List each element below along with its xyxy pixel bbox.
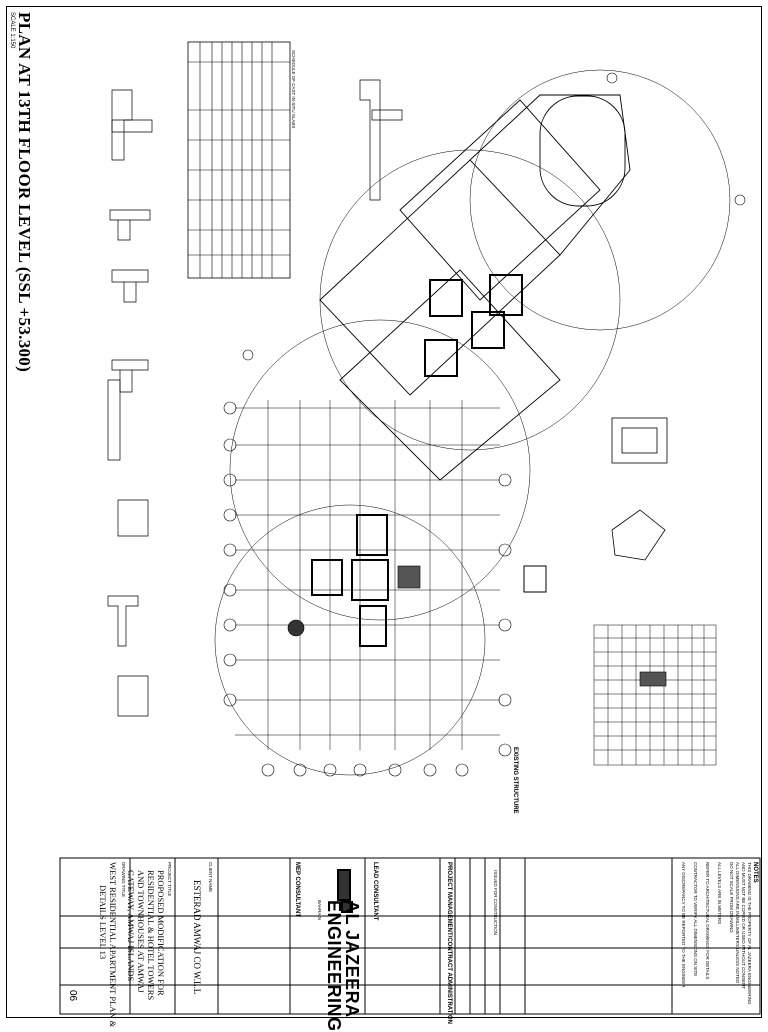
client-label: CLIENT NAME <box>208 862 213 893</box>
stair-hatch <box>397 565 421 589</box>
note-1: THIS DRAWING IS THE PROPERTY OF AL JAZEE… <box>747 862 752 1005</box>
company-detail: BAHRAIN <box>317 900 322 921</box>
note-3: ALL DIMENSIONS ARE IN MILLIMETERS UNLESS… <box>735 862 740 984</box>
drawing-sheet <box>6 6 762 1018</box>
note-6: REFER TO ARCHITECTURAL DRAWINGS FOR DETA… <box>705 862 710 980</box>
note-2: AND MUST NOT BE COPIED OR USED WITHOUT C… <box>741 862 746 990</box>
pile-cap-grid <box>593 624 717 766</box>
corner-detail <box>611 509 666 561</box>
drawing-title-1: WEST RESIDENTIAL APARTMENT PLAN & <box>108 862 118 1028</box>
construction-circles <box>214 69 731 776</box>
project-title-2: RESIDENTIAL & HOTEL TOWERS <box>146 870 156 1001</box>
note-5: ALL LEVELS ARE IN METERS <box>717 862 722 925</box>
drawing-label: DRAWING TITLE <box>121 862 126 898</box>
client-name: ESTERAD AMWAJ CO W.L.L <box>192 880 202 995</box>
project-label: PROJECT TITLE <box>167 862 172 897</box>
drawing-title-2: DETAILS LEVEL 13 <box>98 885 108 960</box>
tower-plan <box>319 94 631 481</box>
company-name-line2: ENGINEERING <box>324 900 344 1032</box>
project-management-label: PROJECT MANAGEMENT/CONTRACT ADMINISTRATI… <box>446 862 452 1024</box>
company-logo <box>337 869 353 913</box>
project-title-4: GATEWAY, AMWAJ ISLANDS <box>126 870 136 982</box>
pile-cap-hatch <box>639 671 667 687</box>
notes-heading: NOTES <box>752 862 758 883</box>
column-detail <box>611 417 668 464</box>
note-4: DO NOT SCALE FROM DRAWING <box>729 862 734 933</box>
project-title-3: AND TOWNHOUSES AT AMWAJ <box>136 870 146 993</box>
note-8: ANY DISCREPANCY TO BE REPORTED TO THE EN… <box>681 862 686 988</box>
existing-core <box>311 514 389 647</box>
opening-box <box>523 565 547 593</box>
mep-consultant-label: MEP CONSULTANT <box>294 862 300 917</box>
project-title-1: PROPOSED MODIFICATION FOR <box>156 870 166 996</box>
section-details <box>107 79 403 717</box>
company-name-line1: AL JAZEERA <box>342 900 362 1018</box>
revision-row: ISSUED FOR CONSTRUCTION <box>493 870 498 936</box>
existing-grid <box>235 400 500 750</box>
note-7: CONTRACTOR TO VERIFY ALL DIMENSIONS ON S… <box>693 862 698 977</box>
title-block-frame <box>59 857 761 1015</box>
lead-consultant-label: LEAD CONSULTANT <box>372 862 378 921</box>
feature-hatch <box>287 619 305 637</box>
tower-core <box>424 274 523 377</box>
grid-bubbles <box>223 72 746 777</box>
sheet-number: 06 <box>67 990 78 1002</box>
slab-schedule-table <box>187 41 291 279</box>
